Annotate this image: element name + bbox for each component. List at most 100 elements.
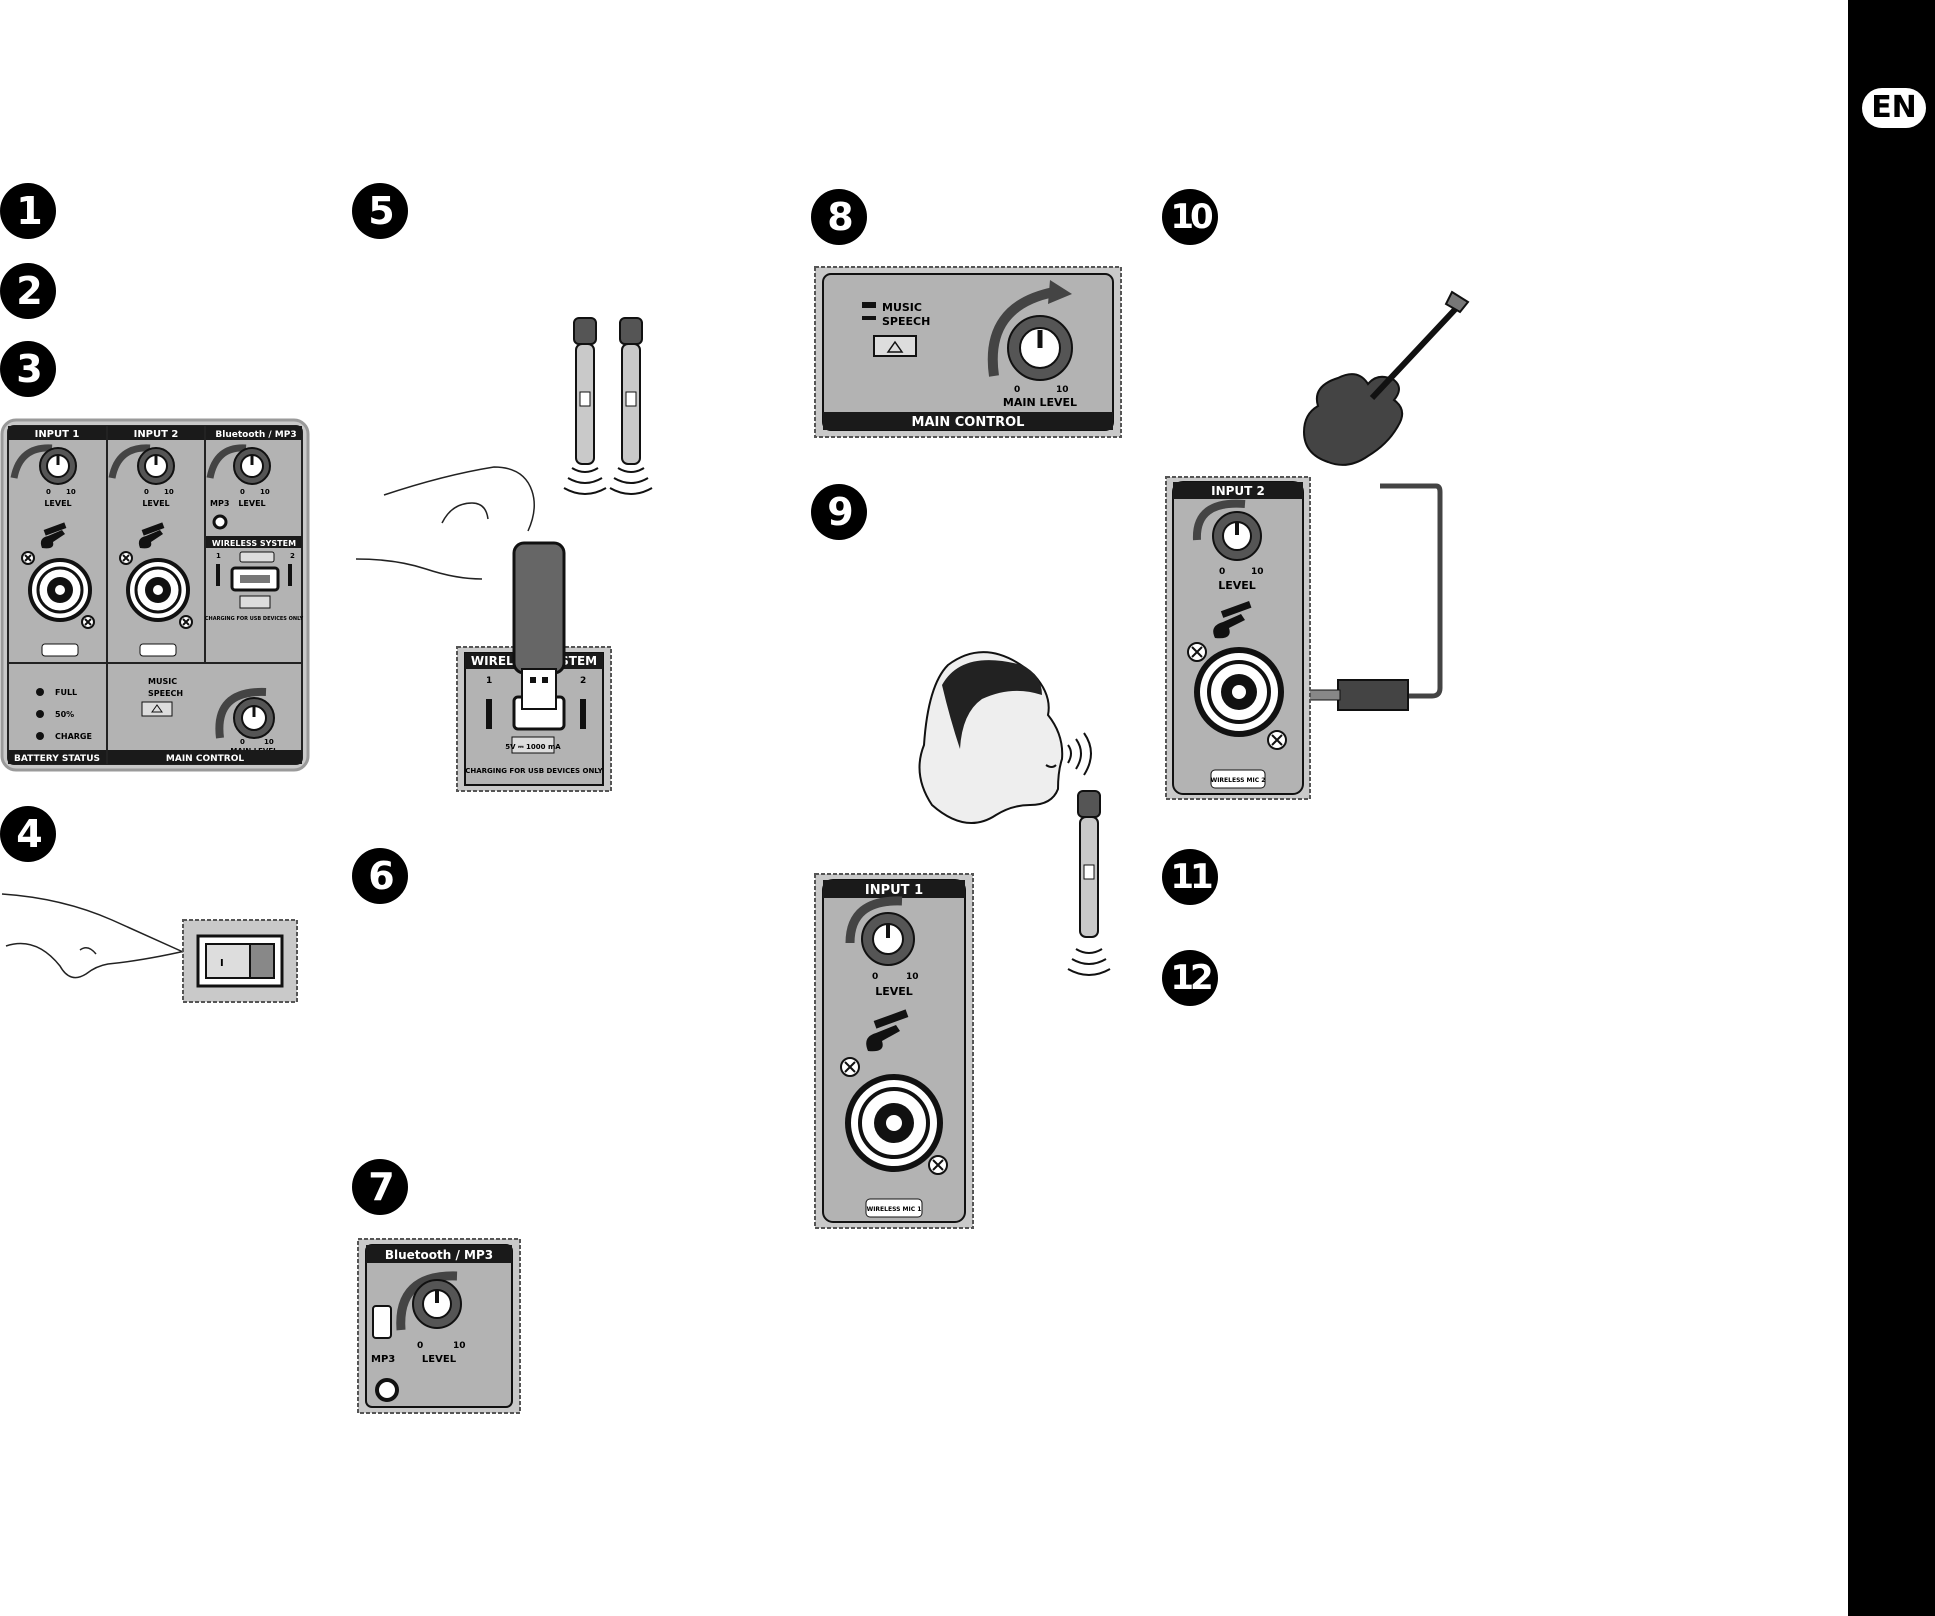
step-badge-4: 4: [0, 806, 56, 862]
panel-label-text: 0: [240, 738, 245, 746]
input2-panel: INPUT 2 0 10 LEVEL WIRELESS MIC 2: [1165, 476, 1311, 800]
power-switch-illustration: I: [1, 893, 298, 1003]
panel-label-text: 2: [290, 552, 295, 560]
panel-label-text: 10: [264, 738, 274, 746]
panel-label-text: BATTERY STATUS: [14, 754, 100, 764]
panel-label-text: MP3: [210, 499, 229, 508]
panel-label-text: 0: [240, 488, 245, 496]
step-badge-8: 8: [811, 189, 867, 245]
panel-label-text: 0: [1219, 567, 1225, 577]
panel-label-text: WIRELESS MIC 1: [867, 1206, 922, 1213]
panel-label-text: LEVEL: [422, 1354, 457, 1365]
input1-level-knob[interactable]: [10, 444, 77, 485]
panel-label-text: 10: [66, 488, 76, 496]
panel-label-text: INPUT 1: [865, 883, 923, 898]
main-level-knob-small[interactable]: [215, 687, 275, 739]
panel-label-text: 10: [164, 488, 174, 496]
music-speech-button[interactable]: [141, 701, 173, 717]
usb-charging-panel: WIRELESS SYSTEM 1 2 5V ⎓ 1000 mA CHARGIN…: [355, 466, 612, 792]
mp3-jack[interactable]: [212, 514, 228, 530]
panel-label-text: 0: [417, 1341, 423, 1351]
panel-label-text: SPEECH: [882, 315, 930, 328]
input2-level-knob-large[interactable]: [1192, 499, 1262, 561]
panel-bt-label: Bluetooth / MP3: [215, 430, 296, 440]
step-badge-11: 11: [1162, 849, 1218, 905]
panel-input1-label: INPUT 1: [35, 429, 80, 440]
input1-panel: INPUT 1 0 10 LEVEL WIRELESS MIC 1: [814, 873, 974, 1229]
music-speech-toggle[interactable]: [873, 335, 917, 357]
main-control-panel: MAIN CONTROL MUSIC SPEECH 0 10 MAIN LEVE…: [814, 266, 1122, 438]
panel-label-text: 10: [453, 1341, 466, 1351]
panel-label-text: 10: [1056, 385, 1069, 395]
main-level-knob[interactable]: [987, 280, 1073, 381]
combo-jack-input1-large[interactable]: [845, 1074, 943, 1172]
language-sidebar: [1848, 0, 1935, 1616]
bluetooth-mp3-panel: Bluetooth / MP3 0 10 MP3 LEVEL: [357, 1238, 521, 1414]
mic-ch-icons: [216, 564, 292, 586]
panel-label-text: LEVEL: [142, 499, 169, 508]
full-control-panel: INPUT 1 INPUT 2 Bluetooth / MP3 0 10 LEV…: [0, 418, 310, 772]
guitar-cable: [1305, 483, 1443, 711]
panel-label-text: 50%: [55, 710, 74, 719]
panel-label-text: LEVEL: [1218, 579, 1256, 592]
panel-label-text: MUSIC: [148, 677, 177, 686]
bt-level-knob[interactable]: [206, 444, 271, 485]
wireless-mic-icon: [609, 317, 653, 495]
panel-label-text: 0: [1014, 385, 1020, 395]
panel-label-text: INPUT 2: [1211, 484, 1265, 498]
panel-label-text: WIRELESS SYSTEM: [212, 539, 296, 548]
panel-label-text: LEVEL: [238, 499, 265, 508]
input1-level-knob-large[interactable]: [845, 896, 915, 966]
panel-label-text: 1: [486, 676, 492, 686]
panel-label-text: LEVEL: [875, 985, 913, 998]
guitar-icon: [1302, 290, 1470, 466]
step-badge-5: 5: [352, 183, 408, 239]
step-badge-3: 3: [0, 341, 56, 397]
step-badge-10: 10: [1162, 189, 1218, 245]
panel-label-text: 5V ⎓ 1000 mA: [505, 743, 561, 751]
panel-label-text: 0: [144, 488, 149, 496]
hand-pointing-icon: [1, 893, 199, 979]
combo-jack-input1[interactable]: [28, 558, 92, 622]
phone-icon: [372, 1305, 392, 1339]
combo-jack-input2-large[interactable]: [1194, 647, 1284, 737]
panel-label-text: CHARGE: [55, 732, 92, 741]
wireless-mic-icon: [1067, 790, 1111, 976]
step-badge-7: 7: [352, 1159, 408, 1215]
panel-label-text: MUSIC: [882, 301, 922, 314]
wireless-mics-pair: [563, 317, 653, 495]
step-badge-9: 9: [811, 484, 867, 540]
usb-port[interactable]: [230, 566, 280, 592]
panel-label-text: SPEECH: [148, 689, 183, 698]
mic-guitar-icon: [1213, 601, 1252, 639]
panel-label-text: LEVEL: [44, 499, 71, 508]
panel-label-text: I: [220, 958, 224, 969]
panel-label-text: CHARGING FOR USB DEVICES ONLY: [465, 767, 603, 775]
mic-guitar-icon: [40, 522, 165, 549]
bt-level-knob-large[interactable]: [396, 1271, 462, 1331]
step-badge-2: 2: [0, 263, 56, 319]
wireless-mic-icon: [563, 317, 607, 495]
mp3-input-jack[interactable]: [375, 1378, 399, 1402]
panel-label-text: FULL: [55, 688, 77, 697]
panel-label-text: WIRELESS MIC 2: [1211, 777, 1266, 784]
step-badge-1: 1: [0, 183, 56, 239]
combo-jack-input2[interactable]: [126, 558, 190, 622]
panel-label-text: 0: [46, 488, 51, 496]
step-badge-12: 12: [1162, 950, 1218, 1006]
language-tab-en[interactable]: EN: [1862, 88, 1926, 128]
panel-label-text: Bluetooth / MP3: [385, 1248, 493, 1262]
panel-label-text: MAIN CONTROL: [166, 754, 244, 764]
input2-level-knob[interactable]: [108, 444, 175, 485]
panel-label-text: MAIN LEVEL: [1003, 396, 1077, 409]
mic-guitar-icon: [866, 1009, 909, 1052]
panel-input2-label: INPUT 2: [134, 429, 179, 440]
panel-label-text: 10: [906, 972, 919, 982]
step-badge-6: 6: [352, 848, 408, 904]
usb-stick-icon[interactable]: [512, 541, 566, 710]
panel-label-text: CHARGING FOR USB DEVICES ONLY: [205, 616, 304, 622]
panel-label-text: MP3: [371, 1354, 395, 1365]
panel-label-text: 2: [580, 676, 586, 686]
panel-label-text: 1: [216, 552, 221, 560]
panel-label-text: 10: [1251, 567, 1264, 577]
